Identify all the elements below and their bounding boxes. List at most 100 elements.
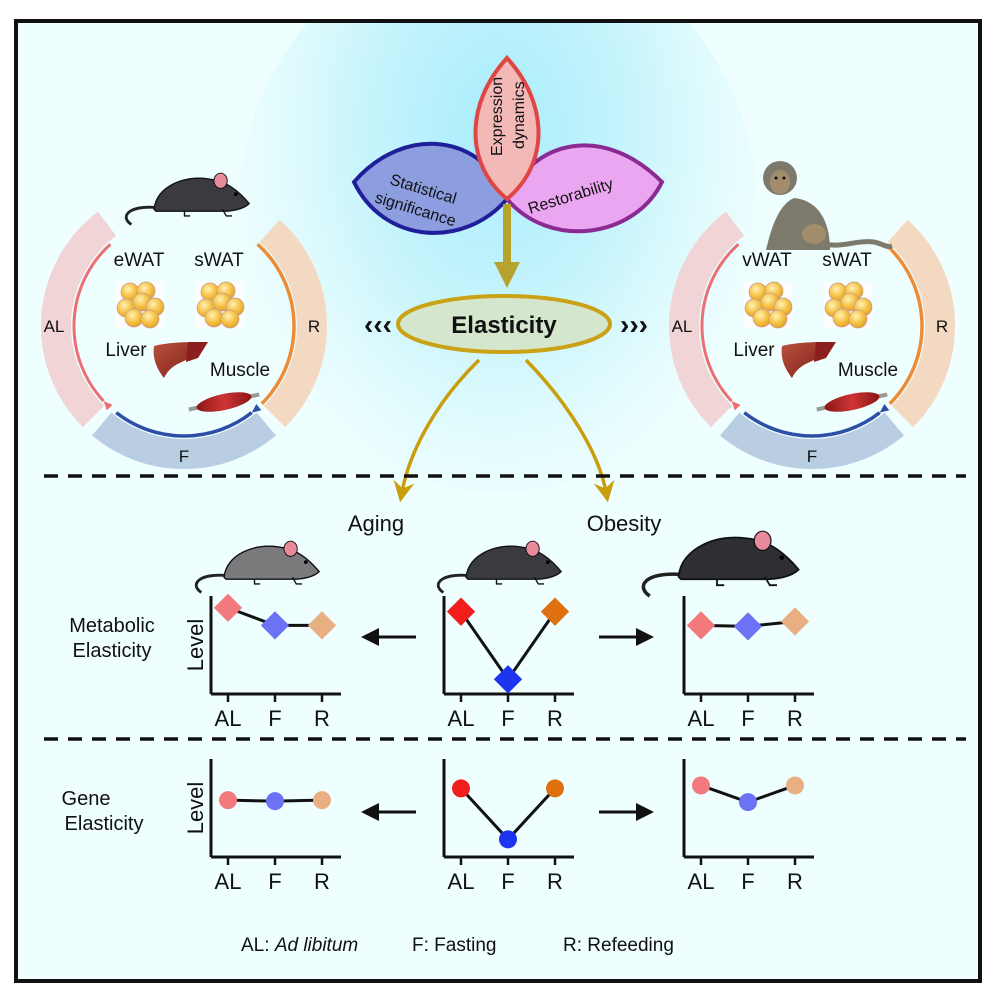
obese-mouse-icon — [641, 530, 800, 598]
al-arrow — [72, 243, 112, 403]
data-point-circle — [546, 779, 564, 798]
r-arrow — [256, 242, 296, 406]
mouse-ear — [283, 540, 298, 557]
elasticity-label: Elasticity — [451, 312, 557, 339]
metabolic-label-line1: Metabolic — [69, 615, 155, 637]
r-arrow — [884, 242, 924, 406]
data-point-diamond — [307, 611, 337, 640]
obesity-arrow — [524, 358, 615, 503]
data-point-diamond — [686, 611, 716, 640]
x-tick-label: AL — [688, 869, 715, 894]
aged-mouse-icon — [194, 540, 321, 594]
x-tick-label: R — [547, 706, 563, 731]
x-tick-label: AL — [215, 869, 242, 894]
phase-label-r: R — [308, 317, 320, 336]
elasticity-ellipse — [396, 294, 612, 354]
muscle-belly — [196, 392, 252, 412]
fat-cell — [124, 308, 144, 328]
data-point-diamond — [733, 612, 763, 641]
tissue-label: sWAT — [822, 250, 872, 271]
normal-mouse-icon — [436, 540, 563, 594]
f-arrowhead-icon — [251, 403, 262, 413]
data-point-circle — [219, 791, 237, 810]
f-arrow — [115, 411, 253, 438]
x-tick-label: R — [787, 869, 803, 894]
fat-cell — [752, 308, 772, 328]
monkey-eye — [774, 176, 778, 180]
monkey-tail — [823, 239, 893, 249]
monkey-icon — [763, 161, 893, 250]
mouse-eye — [233, 192, 238, 196]
r-band — [259, 219, 327, 428]
fat-cell — [140, 309, 160, 329]
muscle-icon — [188, 392, 260, 412]
liver-icon — [781, 342, 836, 378]
x-tick-label: AL — [448, 869, 475, 894]
tissue-label: Liver — [105, 340, 147, 361]
data-point-circle — [452, 779, 470, 798]
x-tick-label: AL — [688, 706, 715, 731]
f-arrowhead-icon — [879, 403, 890, 413]
liver-lobe-left — [153, 342, 198, 378]
mouse-feet — [253, 576, 303, 585]
fat-cell — [832, 308, 852, 328]
mouse-eye — [303, 560, 308, 564]
mice-row — [194, 530, 800, 598]
data-point-diamond — [493, 665, 523, 694]
tissue-label: vWAT — [742, 250, 792, 271]
legend: AL: Ad libitum F: Fasting R: Refeeding — [241, 935, 674, 956]
elasticity-node: Elasticity — [396, 294, 612, 354]
liver-lobe-right — [814, 342, 836, 362]
obesity-label: Obesity — [587, 511, 662, 536]
chart: AL F R — [682, 759, 814, 894]
x-tick-label: R — [314, 706, 330, 731]
mouse-tail — [641, 572, 682, 598]
data-point-circle — [692, 776, 710, 795]
aging-label: Aging — [348, 511, 404, 536]
flower: Expression dynamics Statistical signific… — [351, 55, 665, 288]
x-tick-label: AL — [215, 706, 242, 731]
data-point-diamond — [780, 607, 810, 636]
phase-label-al: AL — [44, 317, 65, 336]
data-point-circle — [786, 776, 804, 795]
phase-label-f: F — [179, 447, 189, 466]
phase-label-al: AL — [672, 317, 693, 336]
diagram-canvas: Expression dynamics Statistical signific… — [41, 55, 966, 956]
mouse-tail — [436, 573, 469, 594]
gene-label-line1: Gene — [62, 788, 111, 810]
x-tick-label: F — [741, 869, 754, 894]
mouse-ear — [525, 540, 540, 557]
mouse-feet — [495, 576, 545, 585]
graphical-abstract-frame: Expression dynamics Statistical signific… — [14, 19, 982, 983]
y-axis-label: Level — [183, 782, 208, 835]
data-point-circle — [313, 791, 331, 810]
mouse-feet — [183, 208, 233, 217]
x-tick-label: R — [314, 869, 330, 894]
monkey-eye — [782, 176, 786, 180]
phase-label-r: R — [936, 317, 948, 336]
muscle-icon — [816, 392, 888, 412]
f-arrow — [743, 411, 881, 438]
tissue-label: Muscle — [838, 360, 898, 381]
al-arrow — [700, 243, 740, 403]
x-tick-label: R — [547, 869, 563, 894]
al-band — [41, 211, 117, 428]
f-band — [720, 412, 904, 469]
x-tick-label: F — [501, 706, 514, 731]
fat-cell — [204, 308, 224, 328]
monkey-haunch — [802, 224, 826, 244]
mouse-feet — [716, 576, 778, 587]
x-tick-label: R — [787, 706, 803, 731]
fat-cell — [848, 309, 868, 329]
fat-cluster-icon — [744, 281, 793, 329]
legend-al: AL: Ad libitum — [241, 935, 358, 956]
phase-label-f: F — [807, 447, 817, 466]
r-band — [887, 219, 955, 428]
al-band — [669, 211, 745, 428]
